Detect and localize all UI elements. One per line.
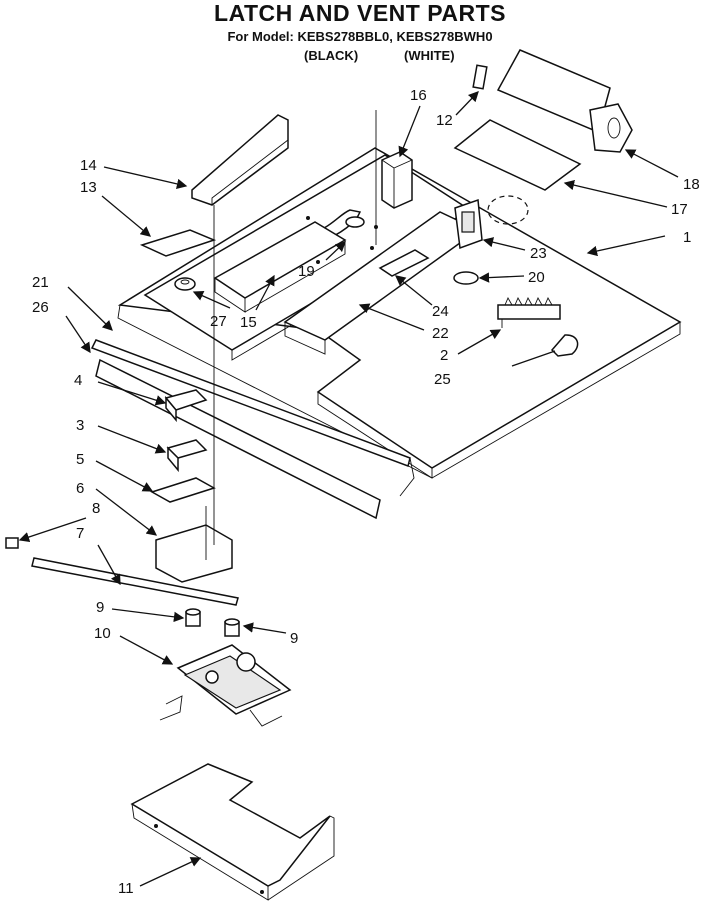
part-5-insulator bbox=[150, 477, 216, 503]
part-2-terminal-block bbox=[497, 296, 561, 328]
callout-16: 16 bbox=[410, 87, 427, 104]
callout-22: 22 bbox=[432, 325, 449, 342]
callout-26: 26 bbox=[32, 299, 49, 316]
part-11-shield bbox=[130, 763, 335, 901]
part-10-latch-assembly bbox=[159, 644, 292, 727]
part-25-clamp bbox=[550, 334, 579, 357]
callout-17: 17 bbox=[671, 201, 688, 218]
callout-20: 20 bbox=[528, 269, 545, 286]
callout-13: 13 bbox=[80, 179, 97, 196]
callout-27: 27 bbox=[210, 313, 227, 330]
part-15-channel bbox=[213, 221, 347, 313]
diagram-title: LATCH AND VENT PARTS bbox=[214, 0, 506, 26]
part-13-plate bbox=[139, 229, 217, 257]
part-14-deflector bbox=[191, 114, 289, 206]
callout-12: 12 bbox=[436, 112, 453, 129]
callout-14: 14 bbox=[80, 157, 97, 174]
callout-labels: 1 2 3 4 5 6 7 8 9 9 10 11 12 13 14 15 16… bbox=[32, 87, 700, 897]
callout-25: 25 bbox=[434, 371, 451, 388]
callout-23: 23 bbox=[530, 245, 547, 262]
part-7-link bbox=[31, 557, 239, 606]
callout-3: 3 bbox=[76, 417, 84, 434]
callout-19: 19 bbox=[298, 263, 315, 280]
callout-10: 10 bbox=[94, 625, 111, 642]
variant-white-label: (WHITE) bbox=[404, 48, 455, 63]
part-12-fuse bbox=[472, 64, 488, 90]
part-18-vent-fan bbox=[496, 49, 633, 153]
callout-6: 6 bbox=[76, 480, 84, 497]
callout-2: 2 bbox=[440, 347, 448, 364]
callout-8: 8 bbox=[92, 500, 100, 517]
callout-9-left: 9 bbox=[96, 599, 104, 616]
part-23-gasket bbox=[454, 195, 529, 250]
callout-9-right: 9 bbox=[290, 630, 298, 647]
callout-1: 1 bbox=[683, 229, 691, 246]
callout-15: 15 bbox=[240, 314, 257, 331]
part-9-spacer-left bbox=[185, 608, 201, 627]
model-line: For Model: KEBS278BBL0, KEBS278BWH0 bbox=[227, 29, 493, 44]
part-17-bracket bbox=[453, 119, 582, 191]
part-24-bracket bbox=[378, 249, 430, 277]
variant-black-label: (BLACK) bbox=[304, 48, 359, 63]
callout-24: 24 bbox=[432, 303, 449, 320]
part-9-spacer-right bbox=[224, 618, 240, 637]
callout-5: 5 bbox=[76, 451, 84, 468]
callout-4: 4 bbox=[74, 372, 82, 389]
callout-18: 18 bbox=[683, 176, 700, 193]
callout-7: 7 bbox=[76, 525, 84, 542]
part-8-block bbox=[5, 537, 19, 549]
callout-21: 21 bbox=[32, 274, 49, 291]
part-6-bracket bbox=[155, 506, 233, 583]
part-20-clip bbox=[453, 271, 479, 285]
leader-lines bbox=[18, 91, 679, 887]
callout-11: 11 bbox=[118, 880, 134, 897]
part-27-grommet bbox=[174, 277, 196, 291]
part-3-switch bbox=[166, 439, 208, 473]
part-16-duct bbox=[381, 151, 413, 209]
